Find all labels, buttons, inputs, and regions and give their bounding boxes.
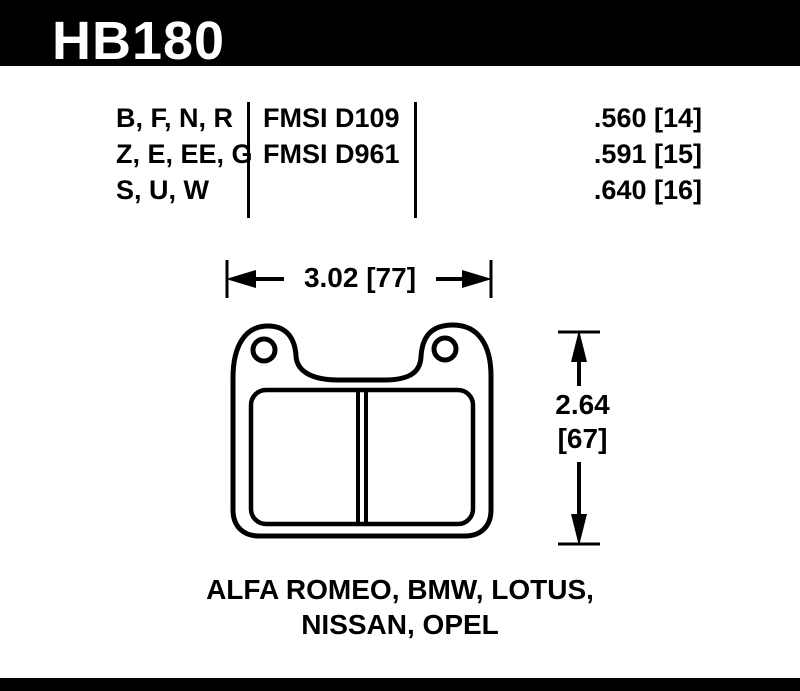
pad-thickness: .560 [14] [593, 103, 702, 133]
header-bar [0, 0, 800, 66]
mounting-hole-left-icon [250, 336, 278, 364]
part-number: HB180 [52, 11, 226, 71]
table-row: B, F, N, R FMSI D109 .560 [14] [0, 100, 800, 136]
friction-material-outline [248, 387, 476, 527]
height-dimension-arrow [558, 330, 600, 546]
backing-plate-outline [230, 322, 494, 539]
spec-table: B, F, N, R FMSI D109 .560 [14] Z, E, EE,… [0, 100, 800, 208]
table-divider [414, 102, 417, 218]
mounting-hole-right-icon [431, 335, 459, 363]
width-dimension-arrow [225, 260, 493, 298]
table-row: Z, E, EE, G FMSI D961 .591 [15] [0, 136, 800, 172]
pad-thickness: .591 [15] [593, 139, 702, 169]
fmsi-number: FMSI D109 [263, 103, 400, 133]
vehicle-applications: ALFA ROMEO, BMW, LOTUS, NISSAN, OPEL [0, 572, 800, 642]
height-dimension-label: 2.64 [67] [545, 388, 620, 456]
table-row: S, U, W .640 [16] [0, 172, 800, 208]
table-divider [247, 102, 250, 218]
up-arrowhead-icon [571, 330, 587, 362]
right-arrowhead-icon [462, 270, 492, 288]
applications-line: NISSAN, OPEL [301, 609, 499, 640]
height-value-metric: [67] [557, 423, 608, 454]
footer-bar [0, 678, 800, 691]
down-arrowhead-icon [571, 514, 587, 546]
compound-codes: Z, E, EE, G [116, 139, 253, 169]
compound-codes: S, U, W [116, 175, 209, 205]
fmsi-number: FMSI D961 [263, 139, 400, 169]
brake-pad-drawing [230, 322, 494, 539]
compound-codes: B, F, N, R [116, 103, 234, 133]
height-value: 2.64 [555, 389, 610, 420]
pad-thickness: .640 [16] [593, 175, 702, 205]
width-dimension-label: 3.02 [77] [284, 261, 436, 295]
left-arrowhead-icon [226, 270, 256, 288]
applications-line: ALFA ROMEO, BMW, LOTUS, [206, 574, 594, 605]
